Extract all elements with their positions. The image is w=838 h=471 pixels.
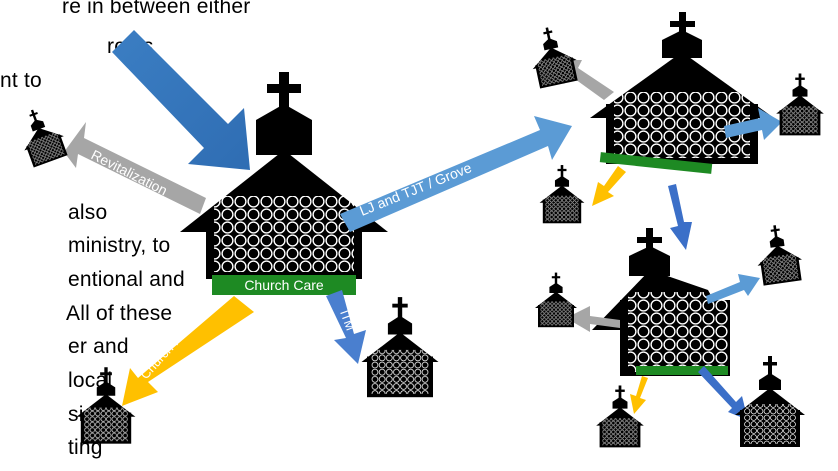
revitalization-arrow: Revitalization xyxy=(64,122,206,214)
itm-label: ITM xyxy=(337,308,357,332)
small-church-br-bottomright xyxy=(735,356,805,447)
incoming-arrow xyxy=(112,30,250,170)
church-bottom-right xyxy=(592,228,730,376)
small-church-itm xyxy=(361,297,439,398)
tr-down-arrow xyxy=(668,184,692,250)
text-line: er and xyxy=(68,335,129,358)
br-yellow-arrow xyxy=(630,376,648,414)
text-line: nt to xyxy=(0,69,42,92)
br-down-arrow xyxy=(698,366,748,420)
br-gray-arrow xyxy=(566,306,620,332)
lj-tjt-grove-label: LJ and TJT / Grove xyxy=(357,159,474,219)
text-line: ministry, to xyxy=(68,234,171,257)
small-church-tr-bottomleft xyxy=(539,165,585,224)
tr-blue-arrow xyxy=(724,108,782,140)
church-care-label: Church Care xyxy=(244,277,324,293)
text-line: also xyxy=(68,201,108,224)
revitalization-label: Revitalization xyxy=(89,146,170,198)
small-church-tr-topleft xyxy=(524,22,581,90)
small-church-br-left xyxy=(535,272,577,328)
itm-arrow: ITM xyxy=(326,290,366,364)
text-line: re in between either xyxy=(62,0,251,18)
text-line: entional and xyxy=(68,268,185,291)
church-plant-arrow: Church Plant xyxy=(122,296,254,406)
main-church: Church Care xyxy=(180,72,388,295)
church-care-band xyxy=(212,275,356,295)
church-top-right xyxy=(590,12,774,174)
small-church-tr-right xyxy=(776,73,824,136)
small-church-br-right xyxy=(752,222,805,287)
small-church-left xyxy=(12,102,71,169)
small-church-bottom-left xyxy=(76,367,136,444)
lj-tjt-grove-arrow: LJ and TJT / Grove xyxy=(340,116,572,232)
text-line: All of these xyxy=(66,302,173,325)
br-blue-arrow xyxy=(706,274,760,304)
tr-yellow-arrow xyxy=(592,166,626,206)
